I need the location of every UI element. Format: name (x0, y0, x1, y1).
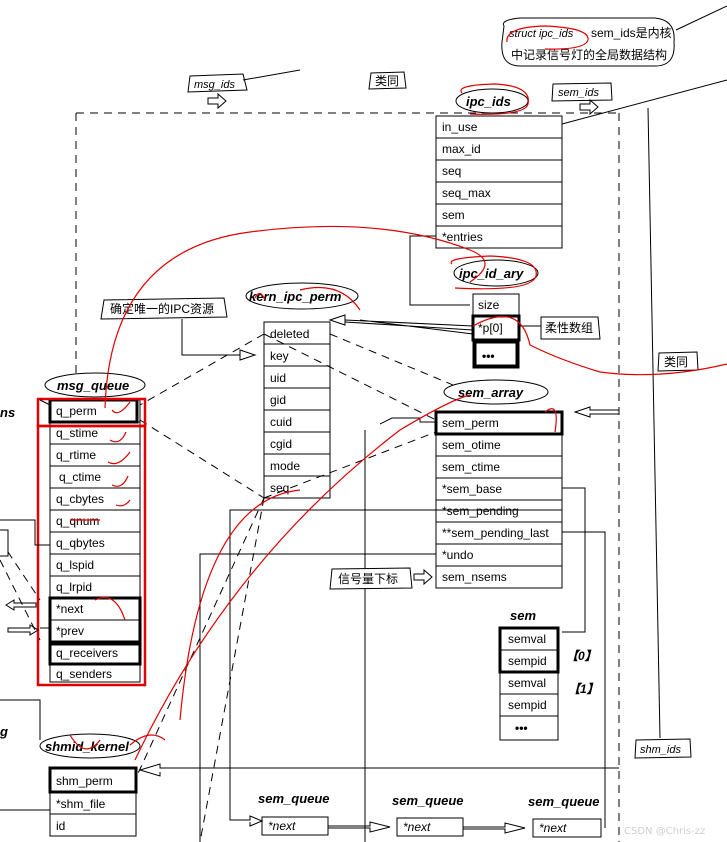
ipc-id-ary-title: ipc_id_ary (459, 266, 524, 281)
unique-ipc-note: 确定唯一的IPC资源 (100, 297, 257, 361)
similar-top-label: 类同 (368, 71, 407, 90)
sem-queue-field: *next (539, 821, 567, 835)
kern-ipc-perm-title: kern_ipc_perm (249, 289, 342, 304)
sem-queue-field: *next (403, 820, 431, 834)
kern-ipc-perm-field: uid (270, 371, 286, 385)
ns-fragment: ns (0, 405, 15, 420)
sem-queue-3: sem_queue *next (528, 794, 602, 838)
sem-index-0: 【0】 (566, 649, 597, 663)
g-fragment: g (0, 724, 8, 739)
sem-ids-small-text: sem_ids (558, 87, 599, 99)
sem-queue-title: sem_queue (258, 791, 330, 806)
sem-field: sempid (508, 698, 547, 712)
msg-queue-title: msg_queue (57, 378, 129, 393)
sem-array-field: sem_nsems (442, 570, 507, 584)
ipc-ids-table: ipc_ids in_use max_id seq seq_max sem *e… (409, 79, 727, 306)
ipc-dashed-outline (75, 112, 620, 842)
sem-queue-1: sem_queue *next (230, 791, 391, 836)
kern-ipc-perm-table: kern_ipc_perm deleted key uid gid cuid c… (245, 282, 474, 499)
note-bubble-sem-ids: struct ipc_ids sem_ids是内核 中记录信号灯的全局数据结构 (501, 5, 727, 67)
kern-ipc-perm-field: cgid (270, 437, 292, 451)
ipc-ids-field: in_use (442, 120, 478, 134)
ipc-ids-field: max_id (442, 142, 481, 156)
sem-array-field: sem_perm (442, 416, 499, 430)
similar-right-label: 类同 (647, 107, 699, 739)
sem-array-field: **sem_pending_last (442, 526, 549, 540)
msg-queue-field: q_lrpid (56, 580, 92, 594)
msg-queue-field: q_qnum (56, 514, 99, 528)
msg-queue-field: q_perm (56, 404, 97, 418)
red-annotations (69, 225, 727, 761)
shmid-kernel-table: shmid_kernel shm_perm *shm_file id g (0, 699, 619, 837)
sem-array-field: *undo (442, 548, 474, 562)
sem-array-field: *sem_pending (442, 504, 519, 518)
ipc-id-ary-table: ipc_id_ary size *p[0] ••• 柔性数组 (450, 255, 601, 369)
msg-queue-field: q_rtime (56, 448, 96, 462)
shm-ids-label: shm_ids (634, 738, 692, 759)
msg-queue-field: *next (56, 602, 84, 616)
ipc-id-ary-field: ••• (482, 349, 495, 363)
msg-queue-table: msg_queue q_perm q_stime q_rtime q_ctime… (0, 370, 147, 687)
sem-array-field: sem_otime (442, 438, 501, 452)
sem-array-field: *sem_base (442, 482, 502, 496)
msg-queue-field: q_qbytes (56, 536, 105, 550)
sem-index-1: 【1】 (568, 682, 599, 696)
msg-queue-field: *prev (56, 624, 84, 638)
similar-right-text: 类同 (664, 355, 688, 369)
sem-queue-field: *next (268, 819, 296, 833)
msg-queue-field: q_stime (56, 426, 98, 440)
shmid-kernel-field: shm_perm (56, 774, 113, 788)
msg-queue-field: q_receivers (56, 646, 118, 660)
kern-ipc-perm-field: gid (270, 393, 286, 407)
sem-title: sem (510, 608, 536, 623)
unique-ipc-text: 确定唯一的IPC资源 (110, 301, 214, 316)
sem-index-text: 信号量下标 (338, 572, 398, 586)
sem-array-table: sem_array sem_perm sem_otime sem_ctime *… (199, 379, 619, 842)
ipc-id-ary-field: *p[0] (478, 321, 503, 335)
sem-field: ••• (515, 721, 528, 735)
note-sem-ids-desc-2: 中记录信号灯的全局数据结构 (511, 47, 667, 62)
msg-ids-label: msg_ids (187, 69, 301, 110)
msg-queue-field: q_ctime (59, 470, 101, 484)
sem-queue-title: sem_queue (528, 794, 600, 809)
sem-field: semval (508, 632, 546, 646)
msg-queue-field: q_cbytes (56, 492, 104, 506)
sem-index-note: 信号量下标 (329, 567, 433, 590)
kern-ipc-perm-field: deleted (270, 327, 309, 341)
sem-array-field: sem_ctime (442, 460, 500, 474)
shmid-kernel-field: id (56, 819, 65, 833)
msg-ids-text: msg_ids (194, 79, 235, 91)
shmid-kernel-field: *shm_file (56, 797, 106, 811)
shm-ids-text: shm_ids (640, 744, 681, 756)
flexible-array-text: 柔性数组 (545, 320, 593, 335)
kern-ipc-perm-field: mode (270, 459, 300, 473)
msg-queue-field: q_senders (56, 667, 112, 681)
ipc-ids-field: *entries (442, 230, 483, 244)
sem-queue-title: sem_queue (392, 793, 464, 808)
ipc-id-ary-field: size (478, 298, 500, 312)
sem-ids-small-label: sem_ids (551, 82, 613, 116)
watermark: CSDN @Chris-zz (624, 826, 705, 837)
kern-ipc-perm-field: cuid (270, 415, 292, 429)
note-sem-ids-desc: sem_ids是内核 (591, 26, 672, 40)
ipc-ids-title: ipc_ids (466, 94, 511, 109)
shmid-kernel-title: shmid_kernel (45, 739, 129, 754)
sem-field: sempid (508, 654, 547, 668)
sem-array-title: sem_array (458, 385, 524, 400)
kern-ipc-perm-field: key (270, 349, 289, 363)
sem-table: sem semval sempid semval sempid ••• 【0】 … (498, 608, 599, 741)
ipc-ids-field: seq (442, 164, 461, 178)
note-struct-ipc-ids: struct ipc_ids (509, 28, 574, 40)
ipc-ids-field: sem (442, 208, 465, 222)
sem-field: semval (508, 676, 546, 690)
similar-top-text: 类同 (375, 74, 399, 88)
sem-queue-2: sem_queue *next (392, 793, 526, 837)
kern-ipc-perm-field: seq (270, 481, 289, 495)
msg-queue-field: q_lspid (56, 558, 94, 572)
ipc-ids-field: seq_max (442, 186, 491, 200)
